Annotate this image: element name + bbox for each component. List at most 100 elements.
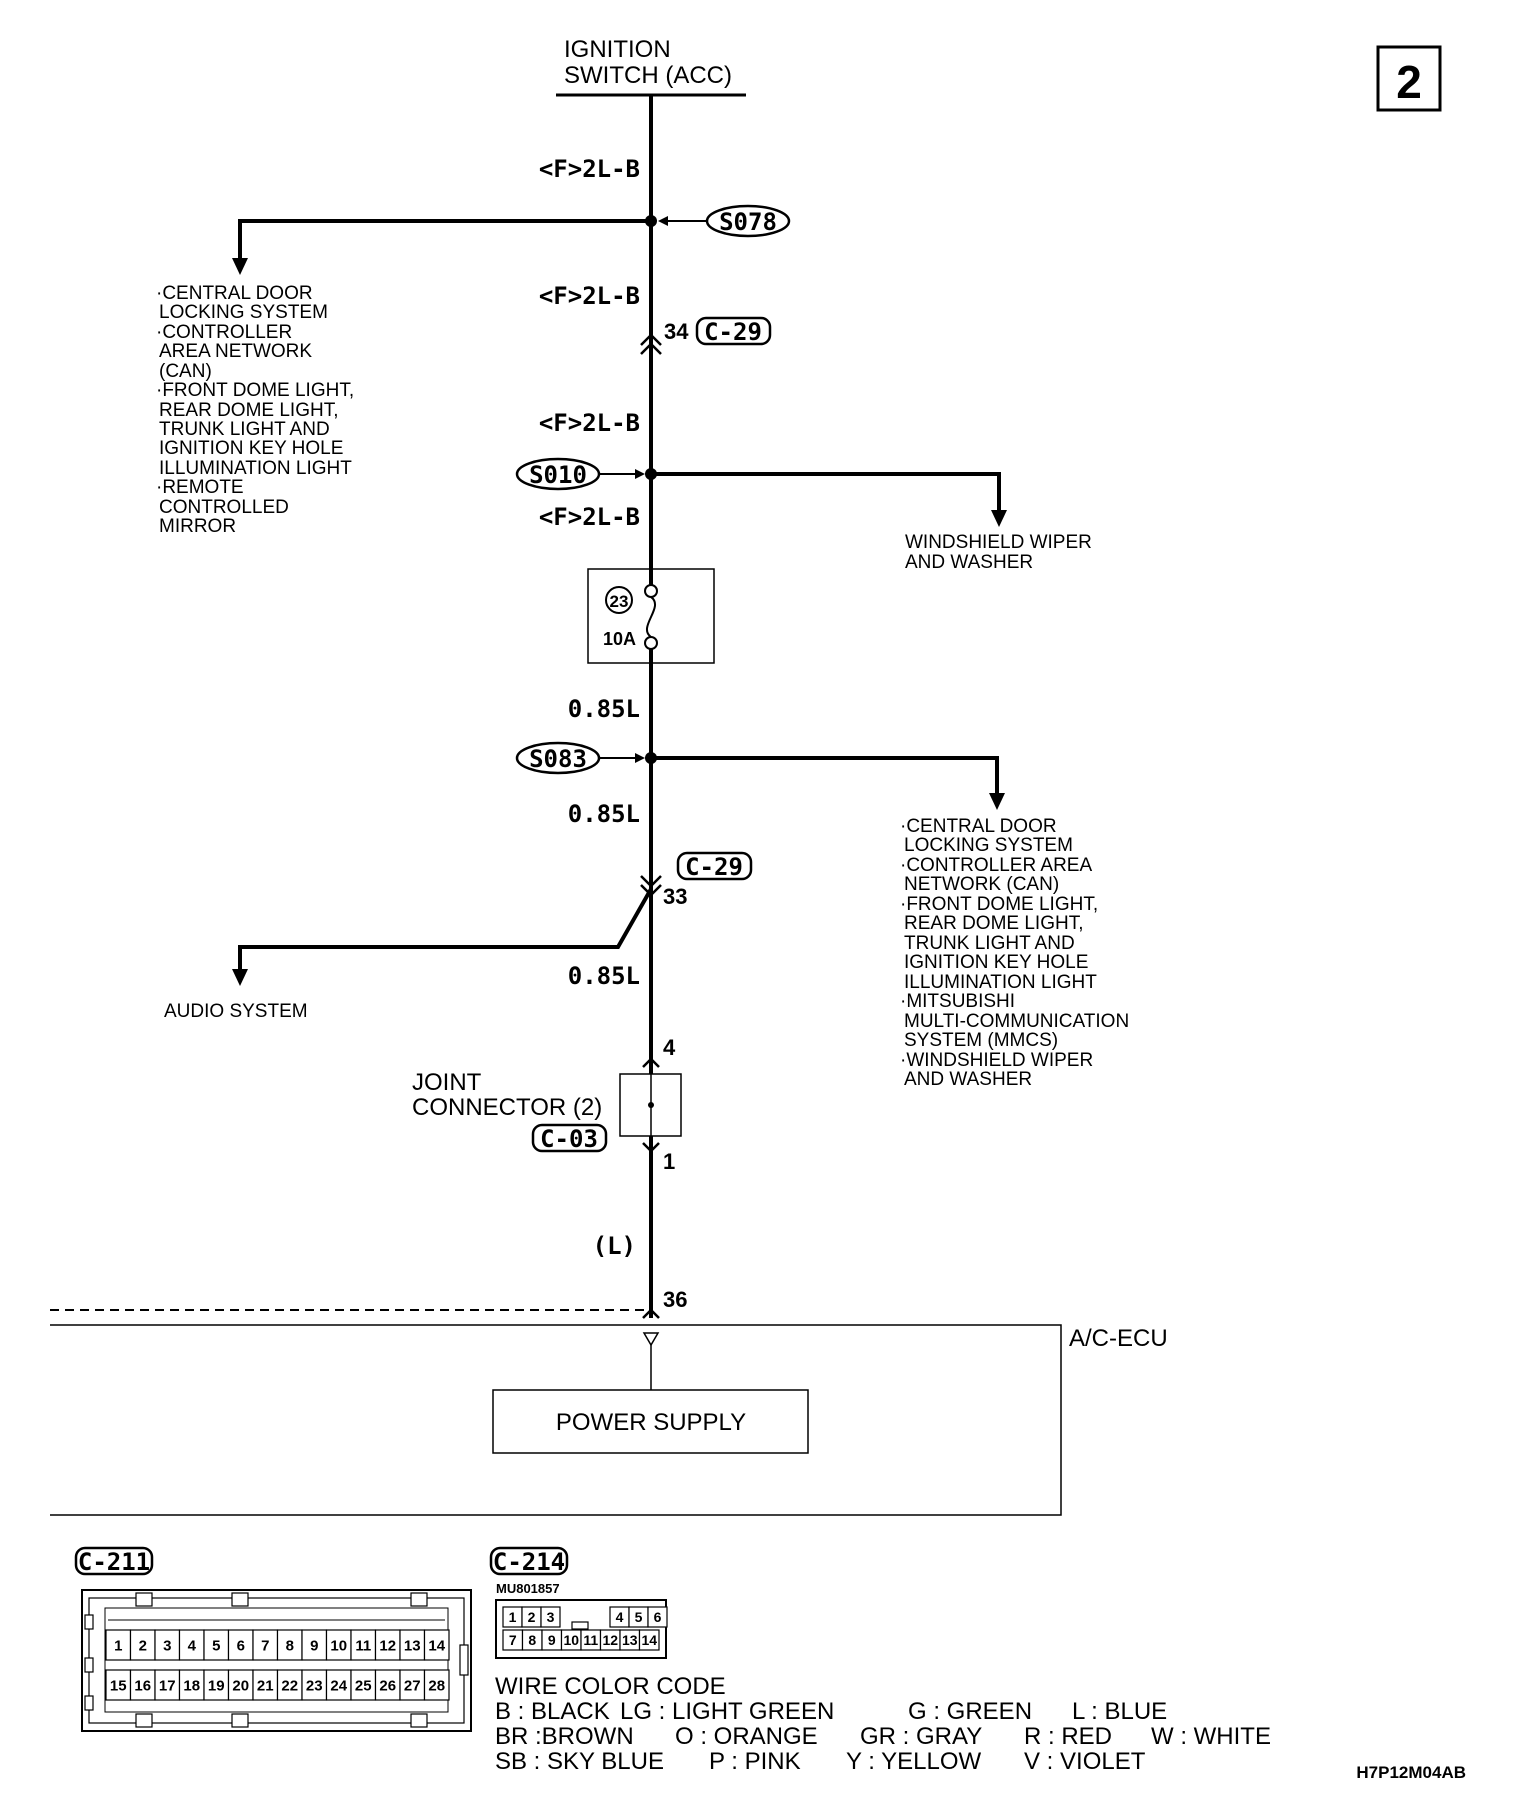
- legend-item: Y : YELLOW: [846, 1748, 982, 1775]
- connector-pin-number: 6: [237, 1637, 245, 1654]
- connector-pin-number: 10: [563, 1632, 579, 1648]
- wire-label: (L): [593, 1232, 636, 1260]
- pin-number: 36: [663, 1287, 687, 1312]
- branch-text: TRUNK LIGHT AND: [904, 933, 1075, 954]
- splice-badge-s010: [515, 457, 601, 491]
- branch-text: ·FRONT DOME LIGHT,: [156, 380, 354, 401]
- connector-pin-number: 25: [355, 1677, 372, 1694]
- connector-badge-c214: [489, 1546, 569, 1576]
- splice-label: S083: [529, 745, 587, 773]
- branch-text: REAR DOME LIGHT,: [159, 400, 338, 421]
- connector-chevron-icon: [640, 333, 662, 355]
- branch-text: CONTROLLED: [159, 497, 289, 518]
- branch-text: ILLUMINATION LIGHT: [904, 972, 1097, 993]
- branch-text: ·CONTROLLER AREA: [900, 855, 1092, 876]
- connector-pin-number: 7: [509, 1632, 517, 1648]
- arrow-down-icon: [232, 969, 248, 986]
- wire-label: <F>2L-B: [539, 155, 640, 183]
- connector-pin-cell: [154, 1669, 181, 1701]
- connector-label: C-211: [78, 1548, 150, 1576]
- connector-label: C-29: [685, 853, 743, 881]
- page-number-box: [1376, 45, 1442, 112]
- legend-item: L : BLUE: [1072, 1698, 1167, 1725]
- connector-pin-number: 6: [654, 1609, 662, 1625]
- legend-item: P : PINK: [709, 1748, 801, 1775]
- pin-number: 4: [663, 1035, 676, 1060]
- connector-pin-cell: [638, 1629, 660, 1651]
- splice-label: S078: [719, 208, 777, 236]
- splice-badge-s083: [515, 741, 601, 775]
- connector-pin-number: 5: [212, 1637, 220, 1654]
- connector-pin-number: 9: [548, 1632, 556, 1648]
- power-supply-label: POWER SUPPLY: [556, 1409, 746, 1436]
- branch-text: AND WASHER: [905, 552, 1033, 573]
- wire-label: 0.85L: [568, 800, 640, 828]
- connector-badge-c211: [74, 1546, 154, 1576]
- branch-text: IGNITION KEY HOLE: [159, 438, 343, 459]
- arrow-down-icon: [989, 793, 1005, 810]
- pin-number: 34: [664, 319, 689, 344]
- connector-pin-cell: [227, 1669, 254, 1701]
- connector-pin-cell: [203, 1629, 230, 1661]
- connector-pin-number: 24: [330, 1677, 347, 1694]
- legend-item: GR : GRAY: [860, 1723, 982, 1750]
- connector-chevron-icon: [640, 875, 662, 897]
- connector-label: C-214: [493, 1548, 565, 1576]
- connector-label: C-29: [704, 318, 762, 346]
- connector-pin-number: 17: [159, 1677, 176, 1694]
- wire-label: <F>2L-B: [539, 282, 640, 310]
- connector-pin-number: 2: [528, 1609, 536, 1625]
- branch-text: ·CONTROLLER: [156, 322, 292, 343]
- splice-badge-s078: [705, 204, 791, 238]
- connector-badge-c29: [695, 316, 772, 346]
- connector-pin-cell: [154, 1629, 181, 1661]
- connector-pin-number: 27: [404, 1677, 421, 1694]
- branch-text: ·CENTRAL DOOR: [900, 816, 1057, 837]
- connector-pin-number: 3: [163, 1637, 171, 1654]
- wire-label: 0.85L: [568, 695, 640, 723]
- connector-pin-number: 10: [330, 1637, 347, 1654]
- branch-text: MIRROR: [159, 516, 236, 537]
- connector-pin-number: 4: [616, 1609, 624, 1625]
- joint-connector-label: CONNECTOR (2): [412, 1094, 602, 1121]
- connector-pin-number: 14: [428, 1637, 445, 1654]
- connector-pin-cell: [540, 1606, 561, 1628]
- fuse-terminal: [644, 636, 658, 650]
- audio-system-label: AUDIO SYSTEM: [164, 1001, 308, 1022]
- legend-item: R : RED: [1024, 1723, 1112, 1750]
- branch-text: IGNITION KEY HOLE: [904, 952, 1088, 973]
- branch-text: SYSTEM (MMCS): [904, 1030, 1058, 1051]
- connector-pin-number: 13: [404, 1637, 421, 1654]
- connector-pin-number: 15: [110, 1677, 127, 1694]
- connector-pin-cell: [374, 1669, 401, 1701]
- arrow-left-icon: [658, 216, 668, 226]
- connector-pin-number: 8: [286, 1637, 294, 1654]
- connector-chevron-icon: [642, 1057, 660, 1068]
- legend-item: B : BLACK: [495, 1698, 610, 1725]
- joint-dot: [648, 1102, 654, 1108]
- connector-pin-cell: [399, 1629, 426, 1661]
- connector-chevron-icon: [642, 1308, 660, 1319]
- branch-text: (CAN): [159, 361, 212, 382]
- branch-right-mid-list: ·CENTRAL DOOR LOCKING SYSTEM ·CONTROLLER…: [900, 816, 1129, 1090]
- branch-left-top-list: ·CENTRAL DOOR LOCKING SYSTEM ·CONTROLLER…: [156, 283, 354, 537]
- connector-pin-number: 28: [428, 1677, 445, 1694]
- pin-number: 1: [663, 1149, 675, 1174]
- connector-pin-cell: [423, 1669, 450, 1701]
- fuse-terminal: [644, 584, 658, 598]
- part-number: MU801857: [496, 1581, 560, 1596]
- connector-pin-number: 2: [139, 1637, 147, 1654]
- branch-text: ·WINDSHIELD WIPER: [900, 1050, 1093, 1071]
- branch-text: ILLUMINATION LIGHT: [159, 458, 352, 479]
- wire-label: <F>2L-B: [539, 503, 640, 531]
- branch-text: MULTI-COMMUNICATION: [904, 1011, 1129, 1032]
- connector-badge-c29: [676, 851, 753, 881]
- ecu-outline: [50, 1324, 1062, 1516]
- branch-text: AND WASHER: [904, 1069, 1032, 1090]
- connector-pin-number: 7: [261, 1637, 269, 1654]
- ecu-name: A/C-ECU: [1069, 1325, 1168, 1352]
- branch-text: LOCKING SYSTEM: [904, 835, 1073, 856]
